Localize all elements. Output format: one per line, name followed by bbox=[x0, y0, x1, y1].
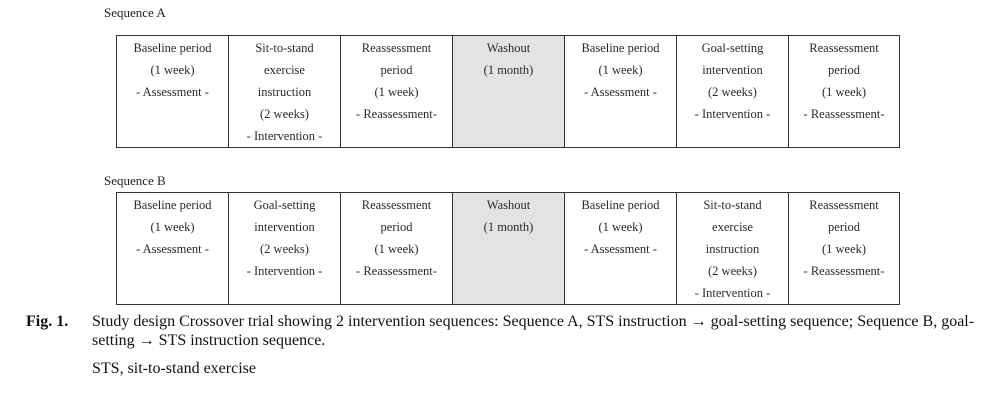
phase-cell-line: period bbox=[828, 63, 860, 77]
phase-cell-line: (1 week) bbox=[150, 63, 195, 77]
sequence-b-table: Baseline period (1 week) - Assessment - Goa… bbox=[116, 192, 900, 305]
phase-cell-line: period bbox=[828, 220, 860, 234]
phase-cell-line: Washout bbox=[486, 41, 531, 55]
figure-label: Fig. 1. bbox=[26, 313, 69, 330]
phase-cell: Sit-to-stand exercise instruction (2 weeks)… bbox=[676, 192, 789, 305]
phase-cell-line: Baseline period bbox=[133, 198, 212, 212]
phase-cell-line: (1 week) bbox=[821, 242, 867, 256]
phase-cell-line: (1 month) bbox=[483, 63, 534, 77]
sequence-b-row: Baseline period (1 week) - Assessment - Goa… bbox=[116, 192, 900, 305]
phase-cell-line: (2 weeks) bbox=[708, 264, 757, 278]
phase-cell: Baseline period (1 week) - Assessment - bbox=[116, 35, 229, 148]
phase-cell-line: Reassessment bbox=[809, 41, 879, 55]
phase-cell-line: Baseline period bbox=[581, 198, 660, 212]
phase-cell-line: - Reassessment- bbox=[356, 107, 437, 121]
phase-cell-line: (1 month) bbox=[483, 220, 534, 234]
phase-cell-line: - Intervention - bbox=[246, 129, 323, 143]
figure-caption-text: Study design Crossover trial showing 2 i… bbox=[92, 313, 975, 349]
phase-cell-line: intervention bbox=[254, 220, 315, 234]
phase-cell-line: - Assessment - bbox=[584, 85, 657, 99]
phase-cell: Sit-to-stand exercise instruction (2 weeks)… bbox=[228, 35, 341, 148]
phase-cell-line: (1 week) bbox=[150, 220, 195, 234]
sequence-a-table: Baseline period (1 week) - Assessment - Sit… bbox=[116, 35, 900, 148]
phase-cell-line: Goal-setting bbox=[701, 41, 764, 55]
phase-cell-line: - Intervention - bbox=[246, 264, 323, 278]
phase-cell: Washout (1 month) bbox=[452, 192, 565, 305]
phase-cell: Reassessment period (1 week) - Reassessment… bbox=[788, 192, 900, 305]
phase-cell-line: Baseline period bbox=[581, 41, 660, 55]
phase-cell: Baseline period (1 week) - Assessment - bbox=[564, 35, 677, 148]
phase-cell-line: - Intervention - bbox=[694, 286, 771, 300]
phase-cell-line: (1 week) bbox=[374, 85, 419, 99]
phase-cell-line: instruction bbox=[257, 85, 312, 99]
sequence-b-title: Sequence B bbox=[104, 173, 166, 188]
phase-cell: Baseline period (1 week) - Assessment - bbox=[116, 192, 229, 305]
phase-cell: Goal-setting intervention (2 weeks) - Inter… bbox=[228, 192, 341, 305]
phase-cell: Reassessment period (1 week) - Reassessment… bbox=[340, 192, 453, 305]
phase-cell-line: - Assessment - bbox=[136, 85, 209, 99]
phase-cell-line: - Reassessment- bbox=[803, 264, 885, 278]
abbreviation-note: STS, sit-to-stand exercise bbox=[92, 360, 256, 377]
phase-cell-line: (2 weeks) bbox=[708, 85, 757, 99]
phase-cell-line: Goal-setting bbox=[253, 198, 316, 212]
phase-cell-line: instruction bbox=[705, 242, 760, 256]
phase-cell-line: period bbox=[380, 63, 413, 77]
phase-cell-line: - Assessment - bbox=[584, 242, 657, 256]
phase-cell: Reassessment period (1 week) - Reassessment… bbox=[788, 35, 900, 148]
phase-cell-line: intervention bbox=[702, 63, 763, 77]
phase-cell-line: Sit-to-stand bbox=[255, 41, 314, 55]
phase-cell-line: Baseline period bbox=[133, 41, 212, 55]
phase-cell: Goal-setting intervention (2 weeks) - Inter… bbox=[676, 35, 789, 148]
phase-cell-line: (2 weeks) bbox=[260, 107, 309, 121]
sequence-a-title: Sequence A bbox=[104, 5, 166, 20]
phase-cell-line: - Assessment - bbox=[136, 242, 209, 256]
phase-cell-line: - Reassessment- bbox=[356, 264, 437, 278]
figure-caption: Fig. 1. Study design Crossover trial sho… bbox=[26, 312, 976, 350]
phase-cell-line: (1 week) bbox=[598, 220, 643, 234]
phase-cell-line: exercise bbox=[264, 63, 305, 77]
phase-cell-line: exercise bbox=[712, 220, 753, 234]
phase-cell-line: period bbox=[380, 220, 413, 234]
phase-cell-line: - Reassessment- bbox=[803, 107, 885, 121]
phase-cell: Reassessment period (1 week) - Reassessment… bbox=[340, 35, 453, 148]
phase-cell-line: Sit-to-stand bbox=[703, 198, 762, 212]
phase-cell-line: Reassessment bbox=[361, 198, 432, 212]
phase-cell-line: (2 weeks) bbox=[260, 242, 309, 256]
phase-cell-line: Reassessment bbox=[809, 198, 879, 212]
sequence-a-row: Baseline period (1 week) - Assessment - Sit… bbox=[116, 35, 900, 148]
phase-cell-line: Washout bbox=[486, 198, 531, 212]
phase-cell-line: Reassessment bbox=[361, 41, 432, 55]
phase-cell-line: (1 week) bbox=[821, 85, 867, 99]
phase-cell-line: (1 week) bbox=[598, 63, 643, 77]
phase-cell-line: - Intervention - bbox=[694, 107, 771, 121]
phase-cell: Washout (1 month) bbox=[452, 35, 565, 148]
phase-cell-line: (1 week) bbox=[374, 242, 419, 256]
phase-cell: Baseline period (1 week) - Assessment - bbox=[564, 192, 677, 305]
